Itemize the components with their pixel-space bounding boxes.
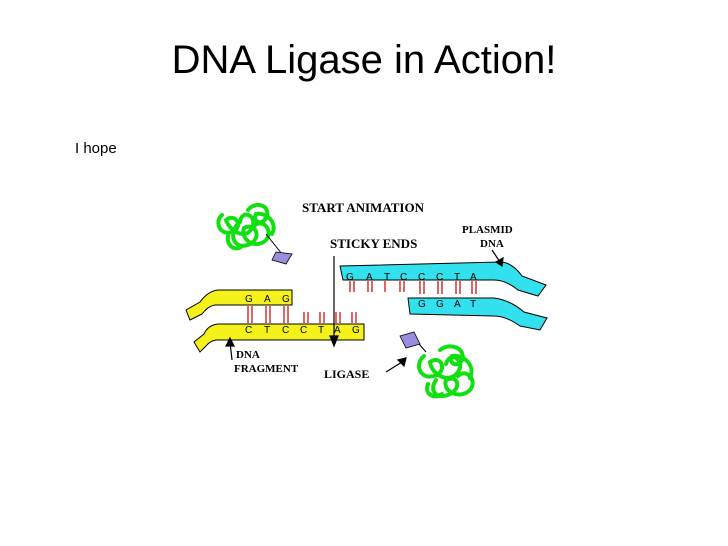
ligase-enzyme-top: [216, 202, 276, 251]
svg-text:G: G: [352, 325, 360, 336]
svg-text:G: G: [418, 299, 426, 310]
svg-text:G: G: [245, 294, 253, 305]
svg-text:T: T: [264, 325, 270, 336]
fragment-top-strand: [185, 289, 293, 321]
svg-text:A: A: [454, 299, 461, 310]
plasmid-bottom-strand: [407, 297, 548, 331]
arrow-sticky-ends: [329, 256, 339, 348]
ligase-top-tag: [271, 251, 293, 265]
svg-text:C: C: [400, 272, 407, 283]
plasmid-label: PLASMID: [462, 224, 513, 236]
slide-title: DNA Ligase in Action!: [171, 38, 557, 82]
arrow-ligase: [385, 357, 407, 373]
plasmid-dna-label: DNA: [480, 238, 504, 250]
arrow-plasmid-dna: [491, 249, 504, 268]
plasmid-bottom-bases: G G A T: [418, 299, 476, 310]
plasmid-top-ticks: [349, 281, 477, 294]
svg-text:T: T: [384, 272, 390, 283]
dna-label: DNA: [236, 349, 260, 361]
fragment-bottom-bases: C T C C T A G: [245, 325, 360, 336]
svg-text:C: C: [300, 325, 307, 336]
svg-text:C: C: [436, 272, 443, 283]
fragment-ticks: [247, 306, 357, 323]
start-animation-label: START ANIMATION: [302, 200, 425, 215]
svg-text:T: T: [318, 325, 324, 336]
svg-text:A: A: [366, 272, 373, 283]
fragment-top-bases: G A G: [245, 294, 290, 305]
svg-text:A: A: [264, 294, 271, 305]
fragment-bottom-strand: [193, 323, 365, 353]
ligase-enzyme-bottom: [417, 344, 475, 399]
plasmid-top-bases: G A T C C C T A: [346, 272, 477, 283]
svg-text:C: C: [418, 272, 425, 283]
svg-text:C: C: [282, 325, 289, 336]
svg-text:C: C: [245, 325, 252, 336]
fragment-label: FRAGMENT: [234, 363, 299, 375]
plasmid-top-strand: [339, 261, 547, 297]
svg-text:T: T: [470, 299, 476, 310]
svg-text:A: A: [470, 272, 477, 283]
svg-text:G: G: [282, 294, 290, 305]
ligase-bottom-tag: [399, 331, 421, 349]
svg-text:G: G: [346, 272, 354, 283]
svg-text:T: T: [454, 272, 460, 283]
sticky-ends-label: STICKY ENDS: [330, 236, 417, 251]
arrow-dna-fragment: [225, 336, 235, 361]
ligase-label: LIGASE: [324, 367, 369, 381]
ligase-top-stalk: [265, 233, 283, 255]
svg-text:A: A: [334, 325, 341, 336]
svg-text:G: G: [436, 299, 444, 310]
bullet-text: I hope: [75, 140, 117, 157]
